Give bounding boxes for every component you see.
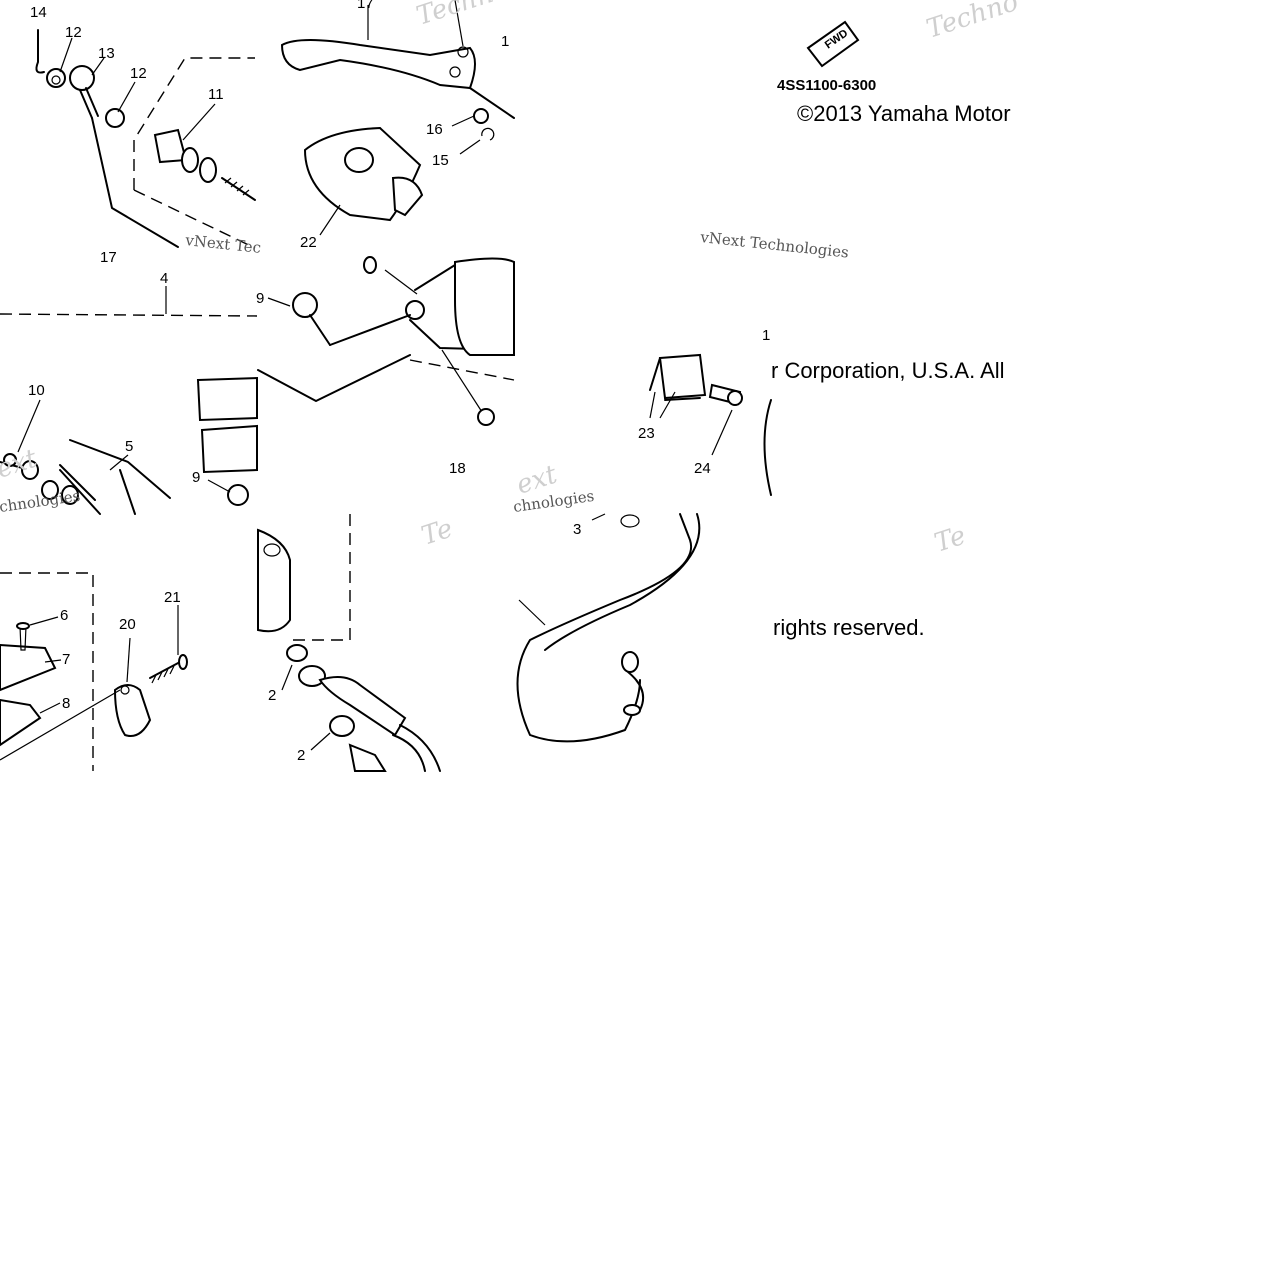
callout-12a: 12 bbox=[65, 24, 82, 41]
callout-9b: 9 bbox=[192, 469, 200, 486]
callout-10: 10 bbox=[28, 382, 45, 399]
tile-f: 23 24 1 ext chnologies bbox=[512, 327, 772, 516]
callout-14: 14 bbox=[30, 4, 47, 21]
callout-22: 22 bbox=[300, 234, 317, 251]
tile-b: 17 16 15 1 22 Techno bbox=[280, 0, 515, 251]
copyright-line-2: r Corporation, U.S.A. All bbox=[771, 358, 1005, 383]
svg-text:1: 1 bbox=[501, 33, 509, 50]
callout-5: 5 bbox=[125, 438, 133, 455]
callout-17: 17 bbox=[357, 0, 374, 12]
callout-15: 15 bbox=[432, 152, 449, 169]
callout-2a: 2 bbox=[268, 687, 276, 704]
svg-text:Techno: Techno bbox=[413, 0, 512, 32]
callout-18: 18 bbox=[449, 460, 466, 477]
tile-c: FWD Techno vNext Technologies bbox=[699, 0, 1022, 262]
svg-text:Te: Te bbox=[931, 521, 969, 559]
svg-text:ext: ext bbox=[0, 443, 41, 484]
callout-2b: 2 bbox=[297, 747, 305, 764]
copyright-line-1: ©2013 Yamaha Motor bbox=[797, 101, 1011, 126]
svg-text:vNext Tec: vNext Tec bbox=[184, 231, 262, 257]
part-number: 4SS1100-6300 bbox=[777, 77, 877, 94]
svg-text:Techno: Techno bbox=[923, 0, 1022, 45]
tile-d: 4 10 5 9 chnologies ext bbox=[0, 270, 258, 516]
callout-13: 13 bbox=[98, 45, 115, 62]
callout-23: 23 bbox=[638, 425, 655, 442]
tile-g: 6 7 8 20 21 bbox=[0, 572, 188, 771]
callout-16: 16 bbox=[426, 121, 443, 138]
callout-6: 6 bbox=[60, 607, 68, 624]
tile-h: 2 2 Te bbox=[257, 514, 456, 772]
svg-text:vNext Technologies: vNext Technologies bbox=[699, 228, 850, 262]
callout-4: 4 bbox=[160, 270, 168, 287]
callout-11: 11 bbox=[208, 86, 224, 103]
callout-24: 24 bbox=[694, 460, 711, 477]
tile-a: 14 12 13 12 11 vNext Tec 17 bbox=[30, 4, 262, 266]
callout-7: 7 bbox=[62, 651, 70, 668]
svg-text:17: 17 bbox=[100, 249, 117, 266]
copyright-line-3: rights reserved. bbox=[773, 615, 925, 640]
callout-8: 8 bbox=[62, 695, 70, 712]
callout-21: 21 bbox=[164, 589, 181, 606]
tile-e: 9 18 bbox=[256, 256, 515, 477]
callout-9a: 9 bbox=[256, 290, 264, 307]
callout-1: 1 bbox=[762, 327, 770, 344]
svg-text:chnologies: chnologies bbox=[0, 487, 81, 516]
svg-text:Te: Te bbox=[418, 514, 456, 552]
callout-3: 3 bbox=[573, 521, 581, 538]
callout-20: 20 bbox=[119, 616, 136, 633]
callout-12b: 12 bbox=[130, 65, 147, 82]
